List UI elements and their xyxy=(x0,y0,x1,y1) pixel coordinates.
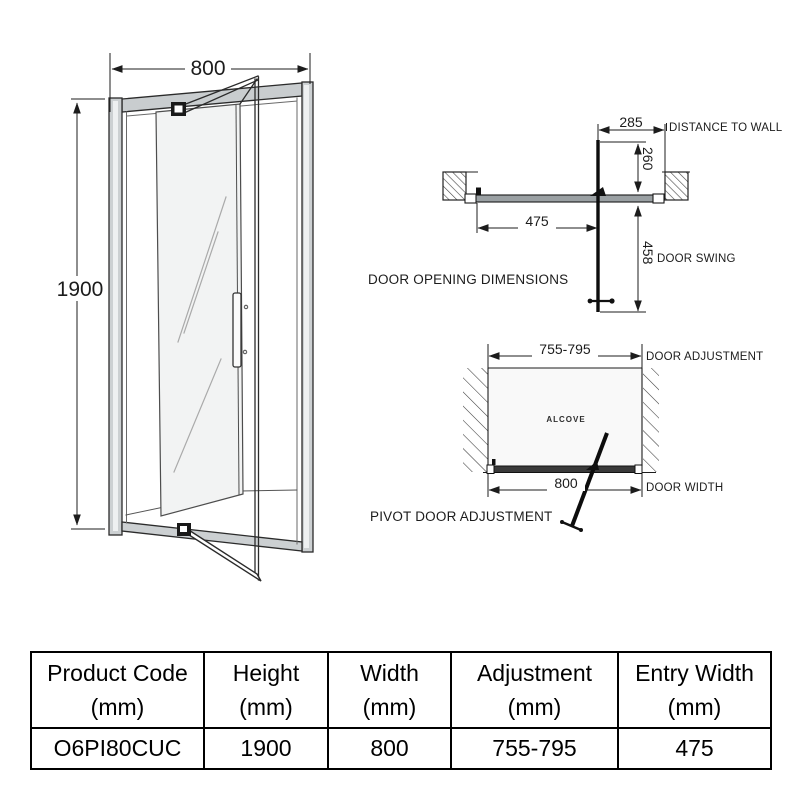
alcove-label: ALCOVE xyxy=(546,415,585,424)
height-cell: 1900 xyxy=(203,727,329,770)
width-cell: 800 xyxy=(327,727,452,770)
width-dimension-text: 800 xyxy=(190,57,225,80)
door-adjustment-label: DOOR ADJUSTMENT xyxy=(646,351,763,363)
entry-width-cell: 475 xyxy=(617,727,772,770)
adjustment-range-value: 755-795 xyxy=(539,341,591,357)
opening-width-value: 475 xyxy=(525,213,549,229)
door-handle xyxy=(232,292,242,368)
door-swing-value: 458 xyxy=(640,241,656,265)
spec-table: Product Code(mm) Height(mm) Width(mm) Ad… xyxy=(30,651,772,770)
distance-to-wall-label: DISTANCE TO WALL xyxy=(669,122,783,134)
door-opening-diagram: 285 DISTANCE TO WALL 260 475 458 DOOR SW… xyxy=(368,114,783,313)
col-header-entry-width: Entry Width(mm) xyxy=(617,651,772,729)
pivot-adjustment-diagram-title: PIVOT DOOR ADJUSTMENT xyxy=(370,509,552,524)
product-code-cell: O6PI80CUC xyxy=(30,727,205,770)
door-width-value: 800 xyxy=(554,475,578,491)
door-opening-diagram-title: DOOR OPENING DIMENSIONS xyxy=(368,272,568,287)
distance-to-wall-value: 285 xyxy=(619,114,643,130)
height-dimension-text: 1900 xyxy=(57,278,104,301)
col-header-width: Width(mm) xyxy=(327,651,452,729)
door-width-label: DOOR WIDTH xyxy=(646,482,723,494)
adjustment-cell: 755-795 xyxy=(450,727,619,770)
spec-table-data-row: O6PI80CUC 1900 800 755-795 475 xyxy=(30,727,772,770)
shower-door-illustration xyxy=(108,75,314,582)
door-swing-label: DOOR SWING xyxy=(657,253,736,265)
col-header-product-code: Product Code(mm) xyxy=(30,651,205,729)
spec-table-header-row: Product Code(mm) Height(mm) Width(mm) Ad… xyxy=(30,651,772,729)
col-header-adjustment: Adjustment(mm) xyxy=(450,651,619,729)
depth-value: 260 xyxy=(640,147,656,171)
pivot-adjustment-diagram: 755-795 DOOR ADJUSTMENT ALCOVE 800 DOOR … xyxy=(370,341,763,532)
col-header-height: Height(mm) xyxy=(203,651,329,729)
